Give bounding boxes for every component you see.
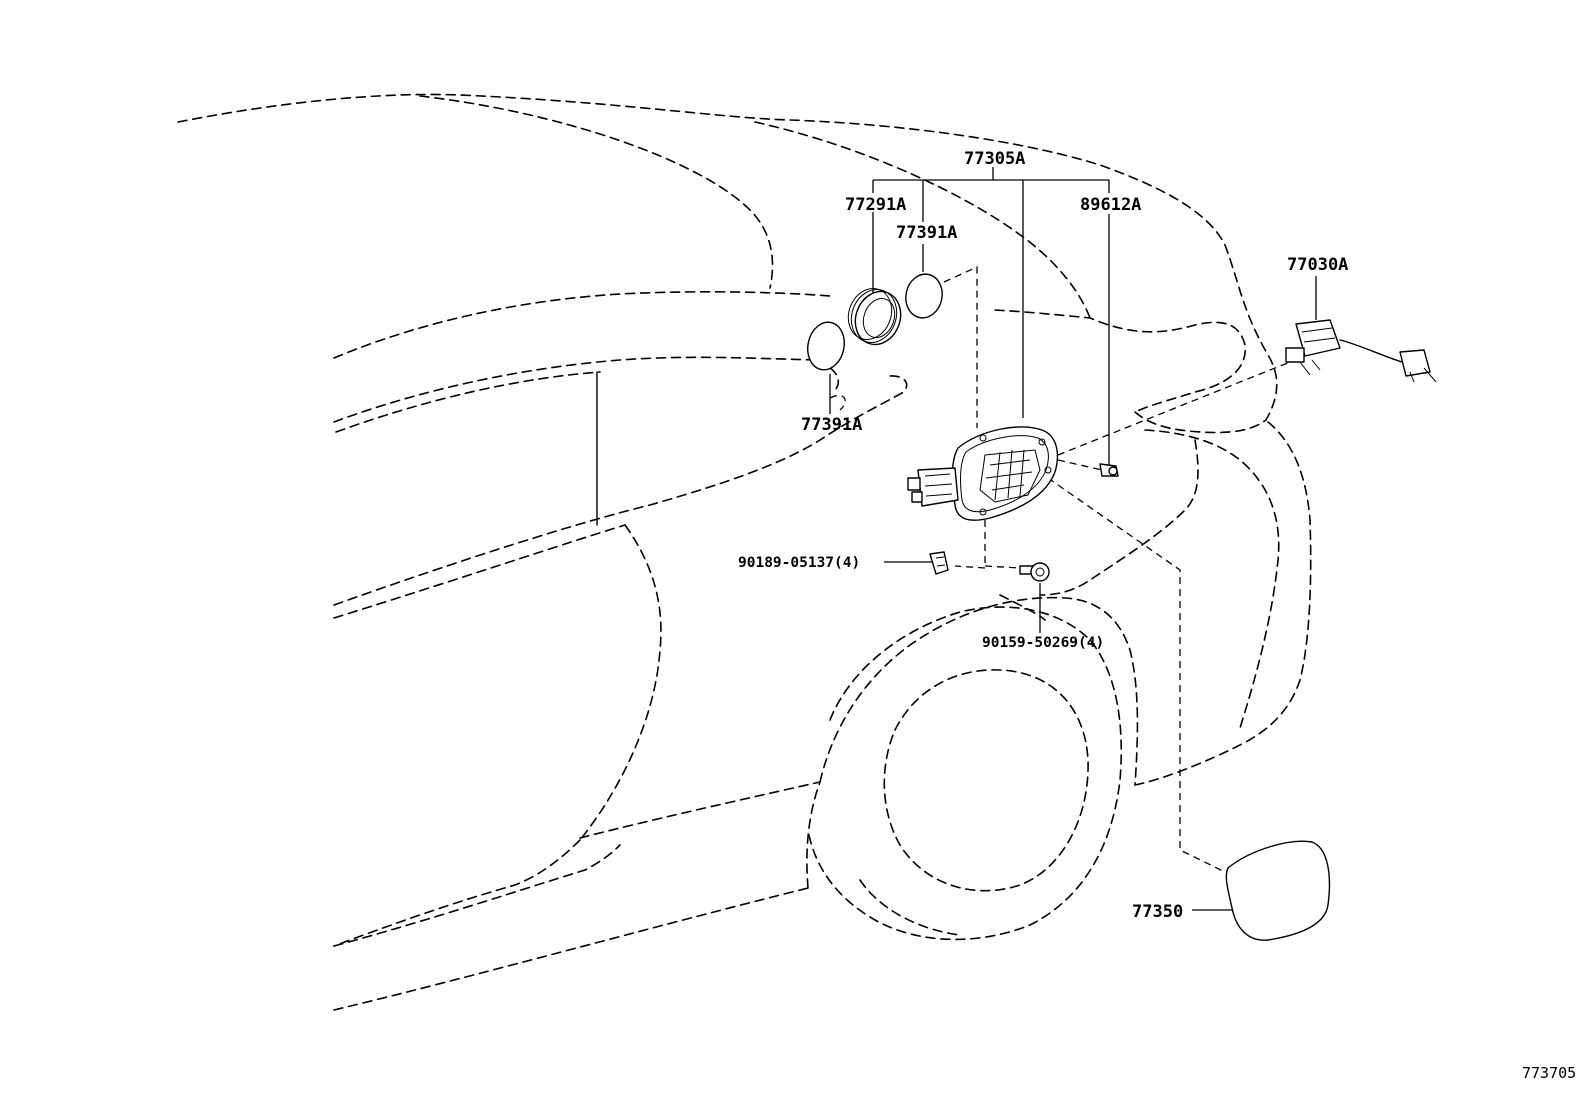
ring-77291A	[847, 288, 902, 346]
label-90159-50269: 90159-50269(4)	[982, 635, 1104, 651]
seal-77391A-side	[806, 321, 846, 371]
fuel-lid-77350	[1225, 840, 1331, 941]
part-labels: 77305A 77291A 77391A 89612A 77030A 77391…	[738, 149, 1576, 1082]
leader-lines	[829, 167, 1317, 911]
screw-90159-50269	[1019, 562, 1050, 582]
label-89612A: 89612A	[1080, 195, 1141, 215]
clip-90189-05137	[929, 551, 949, 575]
car-body-outline	[177, 93, 1312, 1011]
seal-77391A-top	[905, 273, 943, 319]
label-77350: 77350	[1132, 902, 1183, 922]
label-77291A: 77291A	[845, 195, 906, 215]
diagram-id: 773705	[1522, 1064, 1576, 1082]
label-77305A: 77305A	[964, 149, 1025, 169]
bolt-89612A	[1099, 463, 1119, 477]
label-77030A: 77030A	[1287, 255, 1348, 275]
label-77391A-top: 77391A	[896, 223, 957, 243]
label-90189-05137: 90189-05137(4)	[738, 555, 860, 571]
label-77391A-side: 77391A	[801, 415, 862, 435]
actuator-77030A	[1285, 319, 1437, 383]
fuel-inlet-box-77305A	[907, 426, 1059, 521]
